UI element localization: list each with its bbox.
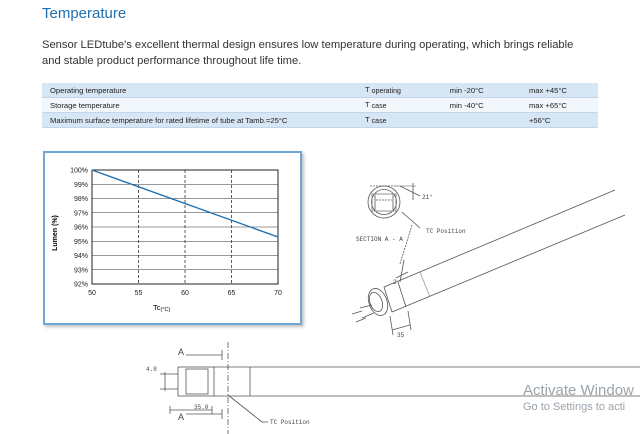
y-tick-label: 94% [74,253,88,260]
marker-a-top: A [178,347,184,357]
side-tube-view [160,342,640,434]
lumen-series-line [91,169,279,238]
param-cell: Operating temperature [42,83,366,98]
angle-label: 21° [422,194,433,201]
x-axis-label: Tc(°C) [153,303,171,313]
y-tick-label: 100% [70,168,88,175]
activate-windows-watermark: Activate Window Go to Settings to acti [523,382,634,413]
symbol-subscript: case [371,103,387,110]
x-tick-label: 65 [228,290,236,297]
watermark-title: Activate Window [523,382,634,399]
symbol-subscript: case [371,118,387,125]
y-tick-label: 92% [74,282,88,289]
min-cell [441,112,521,128]
max-cell: +56°C [520,112,598,128]
y-tick-label: 96% [74,225,88,232]
y-tick-label: 97% [74,210,88,217]
tc-position-label-top: TC Position [426,228,466,235]
watermark-subtitle: Go to Settings to acti [523,401,626,413]
tc-position-label-bottom: TC Position [270,419,310,426]
y-tick-label: 99% [74,182,88,189]
spec-row: Maximum surface temperature for rated li… [42,112,598,128]
section-label: SECTION A - A [356,236,403,243]
intro-paragraph: Sensor LEDtube's excellent thermal desig… [42,39,574,67]
chart-canvas: 100% 99% 98% 97% 96% 95% 94% 93% 92%50 55 60 65 70 T… [52,168,282,314]
symbol-t: T [365,100,370,109]
section-title: Temperature [42,5,127,22]
dim-4-8-label: 4.8 [146,366,157,373]
max-cell: max +65°C [520,97,598,113]
min-cell: min -20°C [441,83,521,98]
x-tick-label: 60 [181,290,189,297]
y-tick-label: 95% [74,239,88,246]
x-tick-label: 50 [88,290,96,297]
min-cell: min -40°C [441,97,521,113]
y-tick-label: 98% [74,196,88,203]
symbol-t: T [365,115,370,124]
section-view [367,183,421,229]
max-cell: max +45°C [520,83,598,98]
symbol-t: T [365,85,370,94]
x-tick-label: 70 [274,290,282,297]
angled-tube-view [351,189,626,336]
lumen-vs-tc-chart: 100% 99% 98% 97% 96% 95% 94% 93% 92%50 55 60 65 70 T… [43,151,302,325]
dim-35-label: 35 [397,332,405,339]
param-cell: Maximum surface temperature for rated li… [42,112,366,128]
symbol-subscript: operating [371,88,401,95]
param-cell: Storage temperature [42,97,366,113]
dim-2-label: 2 [393,279,397,286]
marker-a-bottom: A [178,412,184,422]
x-tick-label: 55 [135,290,143,297]
y-tick-label: 93% [74,267,88,274]
y-axis-label: Lumen (%) [52,215,59,251]
dim-35-0-label: 35.0 [194,404,209,411]
